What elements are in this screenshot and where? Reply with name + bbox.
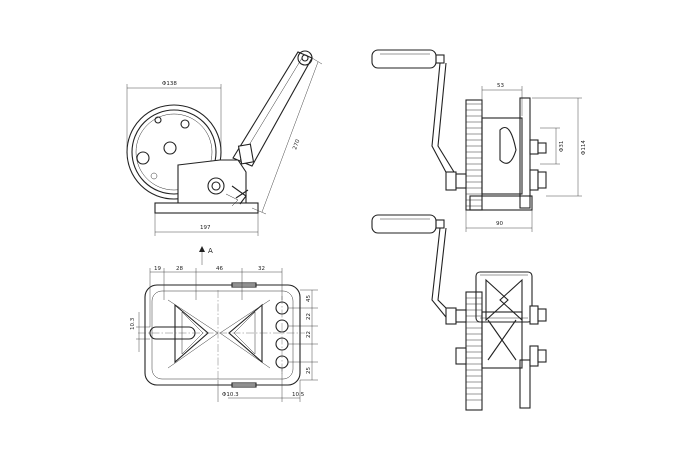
top-view: A 19 28 46 32 1 (130, 246, 318, 402)
dim-top-offset-2: 28 (176, 266, 183, 272)
dim-slot-height: 10.3 (130, 317, 136, 330)
dim-drum-width: 53 (497, 83, 504, 89)
underside-view (371, 214, 547, 411)
section-label-a: A (208, 247, 213, 255)
dim-base-length: 197 (200, 225, 211, 231)
dim-overall-height: Φ114 (581, 140, 587, 155)
dim-hole-pitch-low: 22 (306, 331, 312, 338)
dim-top-offset-1: 19 (154, 266, 161, 272)
dim-hole-pitch-bottom: 25 (306, 367, 312, 374)
dim-handle-length: 270 (292, 138, 301, 150)
dim-hole-pitch-mid: 22 (306, 313, 312, 320)
dim-top-span: 46 (216, 266, 223, 272)
dim-top-right: 32 (258, 266, 265, 272)
dim-hole-diameter: Φ10.3 (222, 392, 239, 398)
dim-base-width: 90 (496, 221, 503, 227)
dim-edge-offset: 10.5 (292, 392, 305, 398)
dim-drum-diameter: Φ138 (162, 81, 177, 87)
dim-shaft-diameter: Φ31 (559, 141, 565, 152)
dim-hole-pitch-top: 45 (306, 295, 312, 302)
rear-view: 53 Φ31 Φ114 90 (371, 49, 587, 232)
side-view: Φ138 270 197 (126, 50, 323, 236)
